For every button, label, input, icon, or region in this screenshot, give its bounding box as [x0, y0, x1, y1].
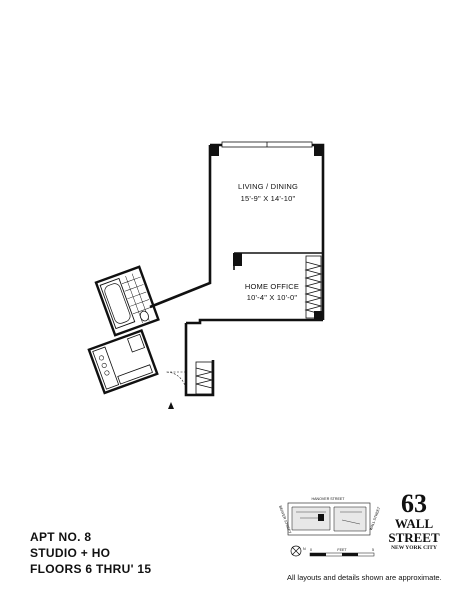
living-dining-dims: 15'-9" X 14'-10"	[241, 194, 296, 203]
apt-number: APT NO. 8	[30, 530, 92, 544]
home-office-label: HOME OFFICE	[245, 282, 299, 291]
disclaimer: All layouts and details shown are approx…	[287, 573, 442, 582]
key-plan-street-right: WALL STREET	[369, 506, 381, 531]
scale-bar	[309, 552, 375, 557]
bathroom	[94, 265, 160, 337]
north-arrow-icon	[290, 545, 302, 557]
home-office-dims: 10'-4" X 10'-0"	[247, 293, 298, 302]
brand-line1: WALL	[394, 516, 434, 531]
column-top-left	[210, 145, 219, 156]
scale-label: FEET	[337, 548, 347, 552]
brand-city: NEW YORK CITY	[391, 545, 437, 551]
scale-end: 5	[372, 548, 374, 552]
entry-arrow-icon	[168, 402, 174, 409]
floors: FLOORS 6 THRU' 15	[30, 562, 152, 576]
entry-closet	[195, 361, 213, 395]
brand-logo: 63 WALL STREET NEW YORK CITY	[384, 491, 444, 552]
home-office-walls	[233, 252, 323, 270]
north-label: N	[303, 547, 306, 551]
living-dining-label: LIVING / DINING	[238, 182, 298, 191]
column-bottom-right	[314, 311, 323, 320]
window-top	[221, 141, 313, 148]
home-office-closet	[304, 255, 323, 319]
column-top-right	[314, 145, 323, 156]
key-plan-street-top: HANOVER STREET	[312, 497, 346, 501]
entry-door	[165, 371, 187, 393]
brand-number: 63	[401, 489, 427, 518]
kitchen	[87, 329, 159, 395]
unit-info: APT NO. 8 STUDIO + HO FLOORS 6 THRU' 15	[30, 529, 151, 577]
brand-line2: STREET	[388, 530, 440, 545]
column-mid-left	[233, 253, 242, 266]
unit-type: STUDIO + HO	[30, 546, 111, 560]
scale-start: 0	[310, 548, 312, 552]
key-plan: HANOVER STREET WALL STREET BEAVER STREET	[278, 497, 381, 536]
